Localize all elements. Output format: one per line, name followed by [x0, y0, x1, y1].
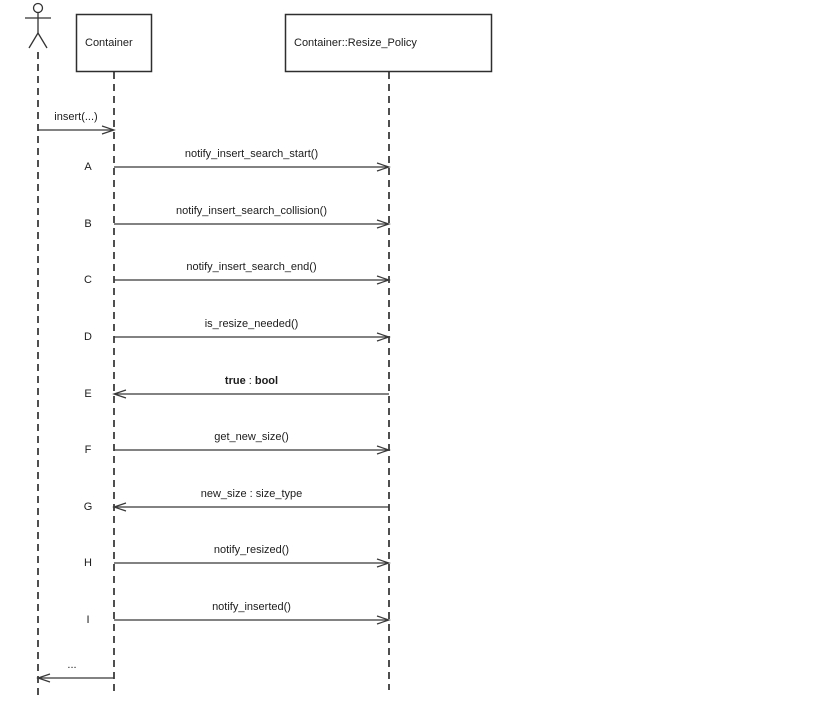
sequence-letter-a: A — [84, 161, 92, 173]
message-label-c: notify_insert_search_end() — [186, 261, 317, 273]
message-arrow-f — [114, 445, 391, 455]
sequence-letter-e: E — [84, 388, 92, 400]
return-type: bool — [254, 375, 279, 387]
message-arrow-a — [114, 162, 391, 172]
object-box-resize-policy — [284, 13, 493, 73]
sequence-letter-g: G — [83, 501, 93, 513]
message-label-d: is_resize_needed() — [204, 318, 299, 330]
message-label-insert: insert(...) — [54, 111, 98, 123]
message-arrow-insert — [38, 125, 116, 135]
sequence-letter-b: B — [84, 218, 92, 230]
message-label-i: notify_inserted() — [212, 601, 291, 613]
message-label-g: new_size : size_type — [200, 488, 303, 500]
sequence-letter-d: D — [84, 331, 92, 343]
object-label-container: Container — [85, 36, 133, 49]
message-label-h: notify_resized() — [213, 544, 290, 556]
message-arrow-i — [114, 615, 391, 625]
message-arrow-d — [114, 332, 391, 342]
message-label-a: notify_insert_search_start() — [184, 148, 319, 160]
message-arrow-b — [114, 219, 391, 229]
message-arrow-h — [114, 558, 391, 568]
object-label-resize-policy: Container::Resize_Policy — [294, 36, 417, 49]
message-arrow-e — [112, 389, 389, 399]
actor-icon — [25, 2, 51, 49]
message-arrow-g — [112, 502, 389, 512]
message-label-b: notify_insert_search_collision() — [175, 205, 327, 217]
message-label-e: true : bool — [114, 374, 389, 388]
sequence-letter-i: I — [86, 614, 90, 626]
sequence-letter-f: F — [84, 444, 92, 456]
type-separator: : — [245, 375, 255, 387]
message-label-f: get_new_size() — [214, 431, 289, 443]
message-label-return-ellipsis: ... — [67, 659, 77, 671]
message-arrow-c — [114, 275, 391, 285]
return-value: true — [224, 375, 246, 387]
sequence-letter-h: H — [84, 557, 92, 569]
sequence-letter-c: C — [84, 274, 92, 286]
object-box-container — [75, 13, 153, 73]
message-arrow-return-ellipsis — [36, 673, 114, 683]
